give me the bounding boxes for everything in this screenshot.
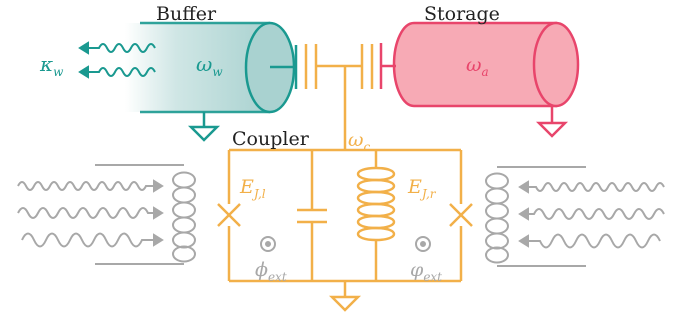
capacitor-icon	[297, 208, 327, 224]
wavy-drive-arrow-icon	[518, 180, 665, 249]
ej-right-symbol: EJ,r	[407, 176, 437, 201]
coupler-circuit	[227, 148, 463, 297]
buffer-cavity-body	[125, 23, 270, 112]
varphi-ext-symbol: φext	[410, 259, 442, 284]
storage-label: Storage	[424, 3, 500, 25]
right-drive-coil	[485, 166, 586, 267]
flux-bias-icon	[415, 236, 431, 252]
wavy-drive-arrow-icon	[17, 179, 164, 248]
storage-cavity-end	[532, 21, 580, 108]
ground-icon	[328, 295, 362, 312]
left-drive-coil	[95, 164, 196, 265]
storage-cavity: Storage ωa	[379, 3, 580, 138]
buffer-cavity: Buffer κw ωw	[39, 3, 298, 142]
ej-left-symbol: EJ,l	[239, 176, 266, 201]
omega-w-symbol: ωw	[196, 52, 223, 79]
omega-a-symbol: ωa	[466, 54, 489, 79]
inductor-icon	[356, 166, 396, 247]
buffer-label: Buffer	[156, 3, 217, 25]
coupling-capacitors	[304, 44, 374, 150]
kappa-w-symbol: κw	[39, 52, 64, 79]
storage-cavity-body	[392, 21, 558, 108]
flux-bias-icon	[260, 236, 276, 252]
ground-icon	[535, 121, 569, 138]
phi-ext-symbol: ϕext	[255, 259, 287, 284]
josephson-junction-icon	[449, 203, 473, 227]
josephson-junction-icon	[217, 203, 241, 227]
wavy-drive-arrow-icon	[78, 41, 156, 79]
coupler-label: Coupler	[232, 128, 310, 150]
omega-c-symbol: ωc	[348, 129, 371, 154]
ground-icon	[187, 125, 221, 142]
